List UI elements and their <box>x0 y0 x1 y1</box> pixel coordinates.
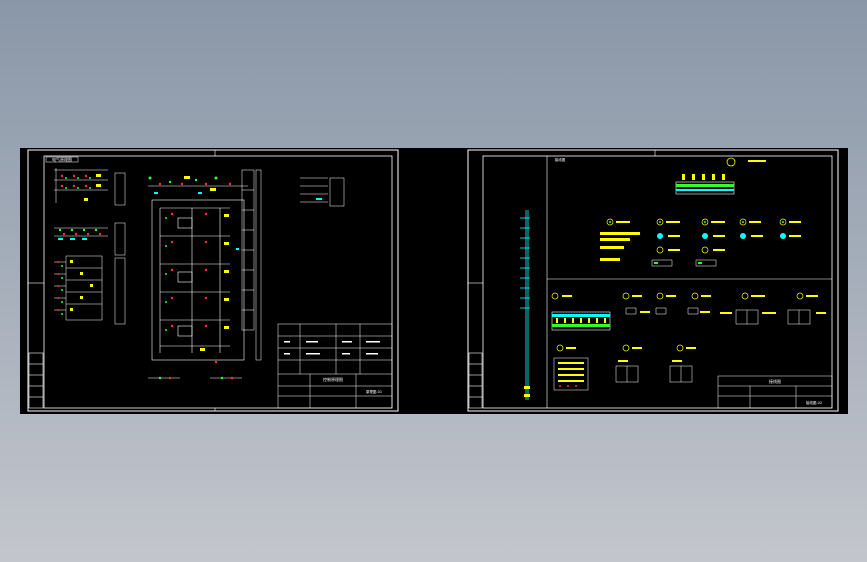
sheet-right: 接线图 <box>467 149 839 412</box>
sheet-left: 电气原理图 <box>27 149 399 412</box>
sheet-right-title: 接线图 <box>769 378 781 384</box>
sheet-left-title: 控制原理图 <box>323 376 343 382</box>
sheet-inner-border <box>482 155 833 409</box>
sheet-outer-border <box>467 149 839 412</box>
sheet-outer-border <box>27 149 399 412</box>
sheet-right-drawing-no: 接线图-02 <box>806 400 822 405</box>
wire-harness <box>520 210 530 400</box>
component-row-1 <box>606 218 801 226</box>
control-circuit <box>148 185 248 379</box>
lower-assemblies <box>551 292 826 391</box>
component-row-2 <box>600 232 801 267</box>
circuit-block-b <box>54 222 126 256</box>
sheet-left-drawing-no: 原理图-01 <box>366 389 382 394</box>
sheet-left-header-text: 电气原理图 <box>52 156 72 162</box>
terminal-rail <box>675 174 735 195</box>
terminal-strip-horizontal <box>551 311 611 331</box>
item-bubble <box>726 157 736 167</box>
cad-viewport[interactable]: 电气原理图 <box>20 148 848 414</box>
sheet-inner-border <box>43 155 393 409</box>
sheet-left-header-tag <box>45 156 79 163</box>
terminal-strip-vertical <box>241 169 262 361</box>
legend-block <box>300 177 345 207</box>
circuit-block-a <box>54 168 126 206</box>
sheet-left-title-block <box>277 323 393 409</box>
sheet-right-header-text: 接线图 <box>555 157 566 162</box>
circuit-block-c <box>54 255 126 325</box>
sheet-right-title-block <box>717 375 833 409</box>
cad-drawing-canvas: 电气原理图 <box>27 149 839 412</box>
